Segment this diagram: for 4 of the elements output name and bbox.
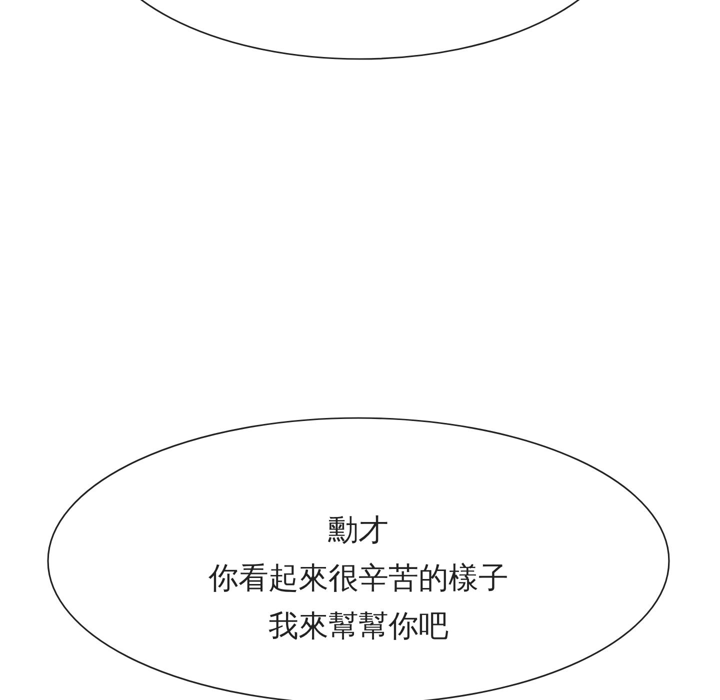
speech-text: 你看起來很辛苦的樣子 (208, 560, 508, 598)
speech-bubble (47, 417, 670, 700)
speech-text: 勳才 (328, 512, 388, 550)
speech-text: 我來幫幫你吧 (268, 608, 448, 646)
